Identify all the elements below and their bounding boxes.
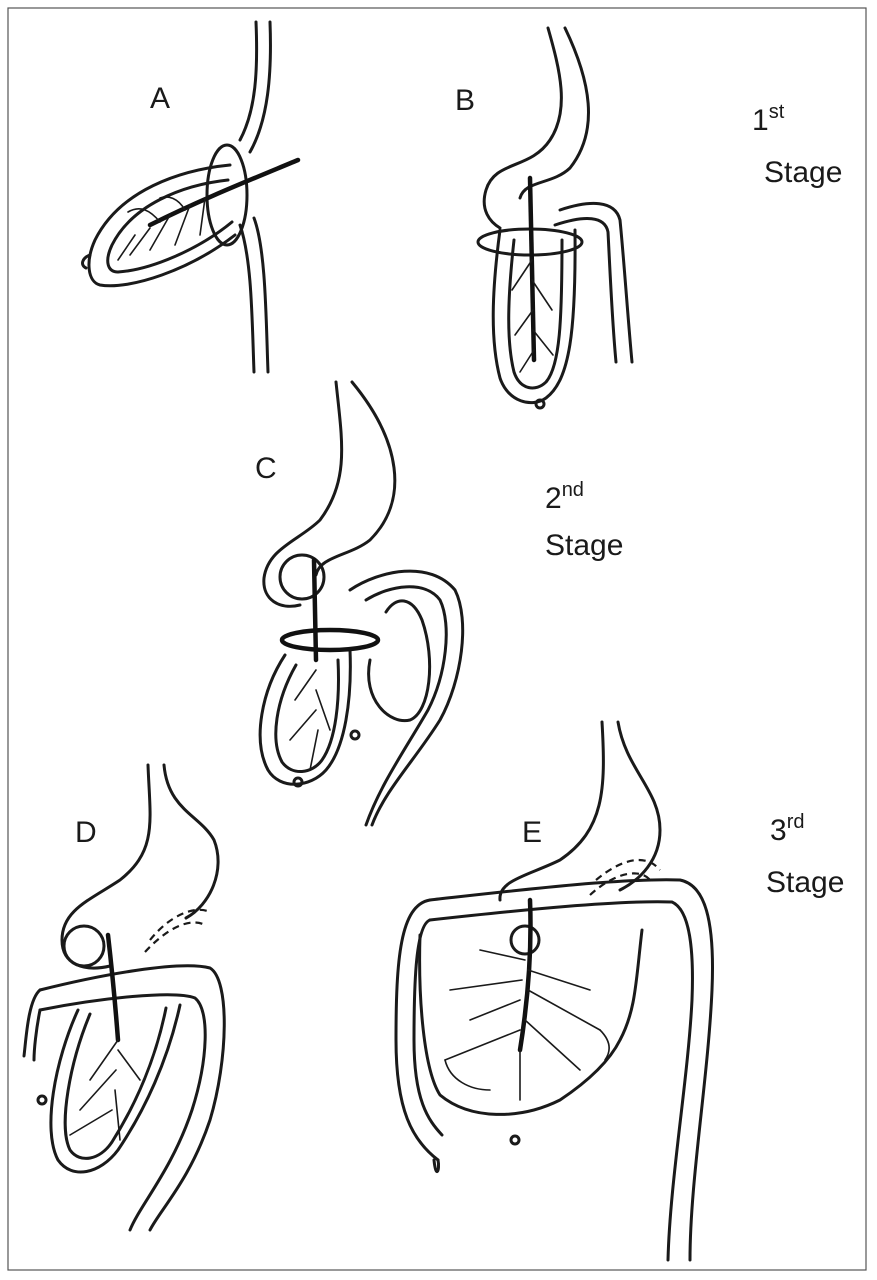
panel-label-b: B: [455, 84, 475, 117]
panel-e-drawing: [394, 720, 714, 1262]
stage-label-third: 3rd Stage: [766, 811, 844, 899]
svg-text:2nd: 2nd: [545, 479, 584, 515]
svg-text:Stage: Stage: [545, 529, 623, 562]
figure-border: [7, 7, 867, 1271]
panel-label-c: C: [255, 452, 277, 485]
stage-label-first: 1st Stage: [752, 101, 842, 189]
panel-label-e: E: [522, 816, 542, 849]
svg-text:Stage: Stage: [766, 866, 844, 899]
panel-b-drawing: [476, 26, 634, 410]
panel-label-d: D: [75, 816, 97, 849]
panel-label-a: A: [150, 82, 170, 115]
panel-d-drawing: [22, 763, 226, 1232]
panel-a-drawing: [81, 20, 301, 374]
svg-text:1st: 1st: [752, 101, 785, 137]
stage-label-second: 2nd Stage: [545, 479, 623, 562]
svg-text:3rd: 3rd: [770, 811, 804, 847]
svg-text:Stage: Stage: [764, 156, 842, 189]
panel-c-drawing: [258, 380, 465, 827]
